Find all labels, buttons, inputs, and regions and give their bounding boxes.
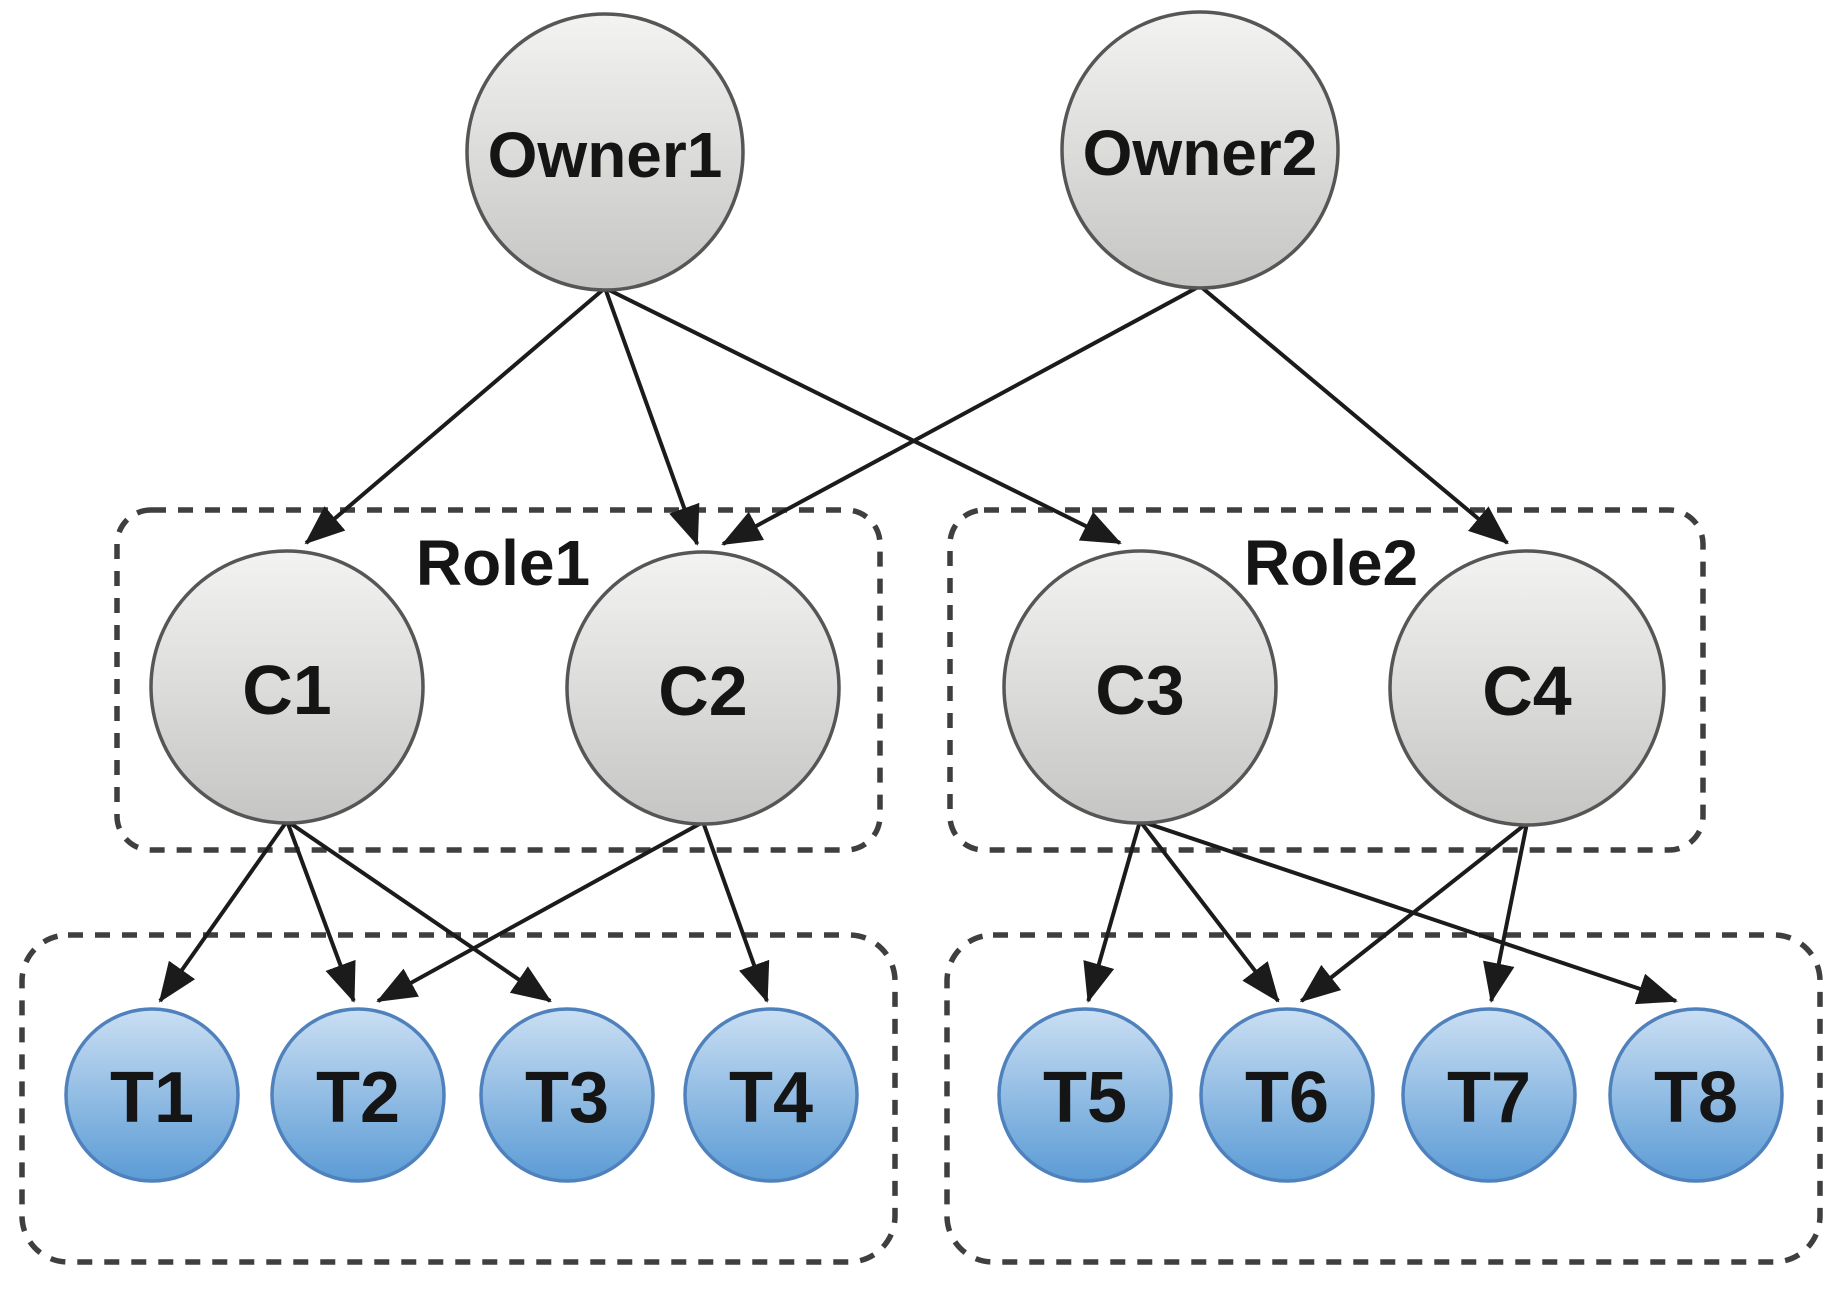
node-t7-circle xyxy=(1401,1007,1577,1183)
node-t3: T3 xyxy=(479,1007,655,1183)
edge-c1-t1 xyxy=(158,819,289,1003)
node-c2: C2 xyxy=(565,550,841,826)
node-t7: T7 xyxy=(1401,1007,1577,1183)
node-t2: T2 xyxy=(270,1007,446,1183)
node-t6: T6 xyxy=(1199,1007,1375,1183)
node-t5-label: T5 xyxy=(1043,1058,1127,1138)
node-c1-label: C1 xyxy=(242,651,331,729)
edge-c2-t2 xyxy=(376,820,704,1003)
edge-c3-t8 xyxy=(1139,819,1678,1005)
node-c2-circle xyxy=(565,550,841,826)
edge-c2-t4 xyxy=(701,821,770,1003)
node-t7-label: T7 xyxy=(1447,1058,1531,1138)
node-c1: C1 xyxy=(149,549,425,825)
node-t8-label: T8 xyxy=(1654,1058,1738,1138)
node-owner2-label: Owner2 xyxy=(1083,117,1318,189)
edge-c4-t6 xyxy=(1299,821,1529,1003)
node-t6-label: T6 xyxy=(1245,1058,1329,1138)
node-owner2-circle xyxy=(1060,10,1340,290)
node-t1: T1 xyxy=(64,1007,240,1183)
group-role2-label: Role2 xyxy=(1244,527,1418,599)
group-role1-label: Role1 xyxy=(416,527,590,599)
node-c4-circle xyxy=(1388,549,1666,827)
edge-owner1-c2 xyxy=(603,287,700,546)
node-t4: T4 xyxy=(683,1007,859,1183)
edge-c1-t2 xyxy=(285,820,356,1003)
node-c3-circle xyxy=(1002,549,1278,825)
node-t1-label: T1 xyxy=(110,1058,194,1138)
node-owner1: Owner1 xyxy=(465,12,745,292)
node-t1-circle xyxy=(64,1007,240,1183)
group-role2-box xyxy=(947,507,1706,853)
edge-owner1-c3 xyxy=(604,286,1122,545)
node-c3-label: C3 xyxy=(1095,651,1184,729)
node-c1-circle xyxy=(149,549,425,825)
edge-c3-t6 xyxy=(1138,819,1280,1003)
node-owner1-circle xyxy=(465,12,745,292)
node-t4-label: T4 xyxy=(729,1058,813,1138)
node-t6-circle xyxy=(1199,1007,1375,1183)
edge-c1-t3 xyxy=(285,819,552,1003)
node-t8: T8 xyxy=(1608,1007,1784,1183)
edge-c3-t5 xyxy=(1083,820,1142,1003)
node-t3-label: T3 xyxy=(525,1058,609,1138)
node-c3: C3 xyxy=(1002,549,1278,825)
node-t3-circle xyxy=(479,1007,655,1183)
node-t4-circle xyxy=(683,1007,859,1183)
group-tasks-left-box xyxy=(19,932,898,1265)
node-c2-label: C2 xyxy=(658,652,747,730)
node-t8-circle xyxy=(1608,1007,1784,1183)
edge-owner2-c2 xyxy=(721,284,1201,546)
node-t2-circle xyxy=(270,1007,446,1183)
node-c4: C4 xyxy=(1388,549,1666,827)
edge-owner2-c4 xyxy=(1198,284,1509,545)
node-c4-label: C4 xyxy=(1482,652,1572,730)
node-t5: T5 xyxy=(997,1007,1173,1183)
group-role1-box xyxy=(114,507,883,853)
node-owner1-label: Owner1 xyxy=(488,119,723,191)
node-t5-circle xyxy=(997,1007,1173,1183)
node-owner2: Owner2 xyxy=(1060,10,1340,290)
node-t2-label: T2 xyxy=(316,1058,400,1138)
edge-owner1-c1 xyxy=(304,286,607,545)
edge-c4-t7 xyxy=(1483,822,1529,1003)
